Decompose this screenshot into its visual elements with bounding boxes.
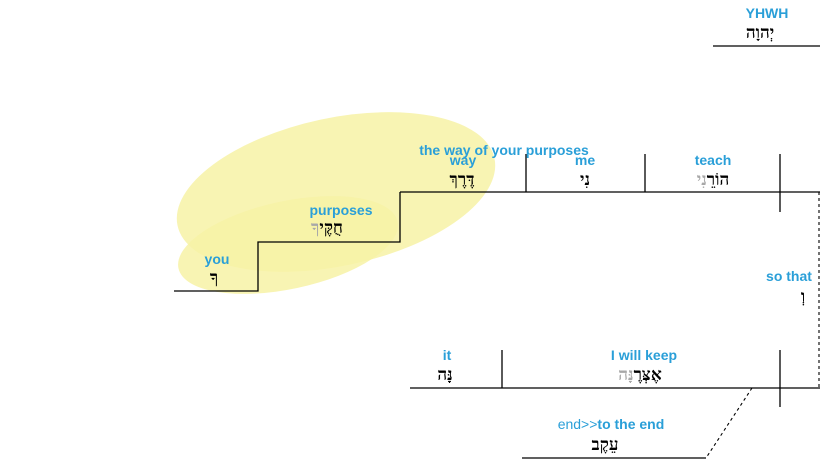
construct-chain-steps [174, 192, 401, 292]
verb-hebrew: הוֹרֵנִי [697, 170, 729, 190]
subject-group: YHWH יְהוָה [713, 5, 820, 47]
adverbial-hebrew: עֵקֶב [592, 435, 619, 455]
adverbial-english: end>>to the end [558, 416, 665, 432]
complement-modifier-hebrew-suffix: ךָ [311, 218, 319, 238]
subject-hebrew: יְהוָה [746, 23, 774, 43]
complement-possessor-english: you [205, 251, 230, 267]
conjunction-english: so that [766, 268, 812, 284]
adverbial-connector [705, 387, 753, 459]
verb-hebrew-suffix: נִי [697, 170, 707, 190]
verb-hebrew-root: הוֹרֵ [707, 170, 729, 190]
highlight-ellipse-small [178, 196, 398, 294]
complement-phrase-label: the way of your purposes [419, 142, 589, 158]
subject-english: YHWH [746, 5, 789, 21]
clause2-verb-hebrew: אֶצְּרֶנָּה [618, 365, 662, 385]
clause2-verb-hebrew-suffix: נָּה [618, 365, 633, 385]
clause2-verb-english: I will keep [611, 347, 677, 363]
complement-modifier-hebrew-root: חֻקֶּי [319, 218, 343, 238]
clause2-object-hebrew: נָּה [437, 365, 452, 385]
conjunction-hebrew: וְ [801, 287, 805, 307]
complement-possessor-hebrew: ךָ [210, 268, 218, 288]
complement-head-hebrew: דֶּרֶךְ [450, 170, 475, 190]
complement-head-english: way [449, 152, 477, 168]
adverbial-english-gloss: end>> [558, 416, 598, 432]
object-hebrew: נִי [580, 170, 590, 190]
adverbial-english-label: to the end [597, 416, 664, 432]
object-english: me [575, 152, 595, 168]
complement-modifier-english: purposes [309, 202, 372, 218]
verb-english: teach [695, 152, 732, 168]
clause2-verb-hebrew-prefix: אֶ [651, 365, 662, 385]
clause2-object-english: it [443, 347, 452, 363]
complement-modifier-hebrew: חֻקֶּיךָ [311, 218, 343, 238]
clause2-verb-hebrew-root: צְּרֶ [634, 365, 651, 385]
